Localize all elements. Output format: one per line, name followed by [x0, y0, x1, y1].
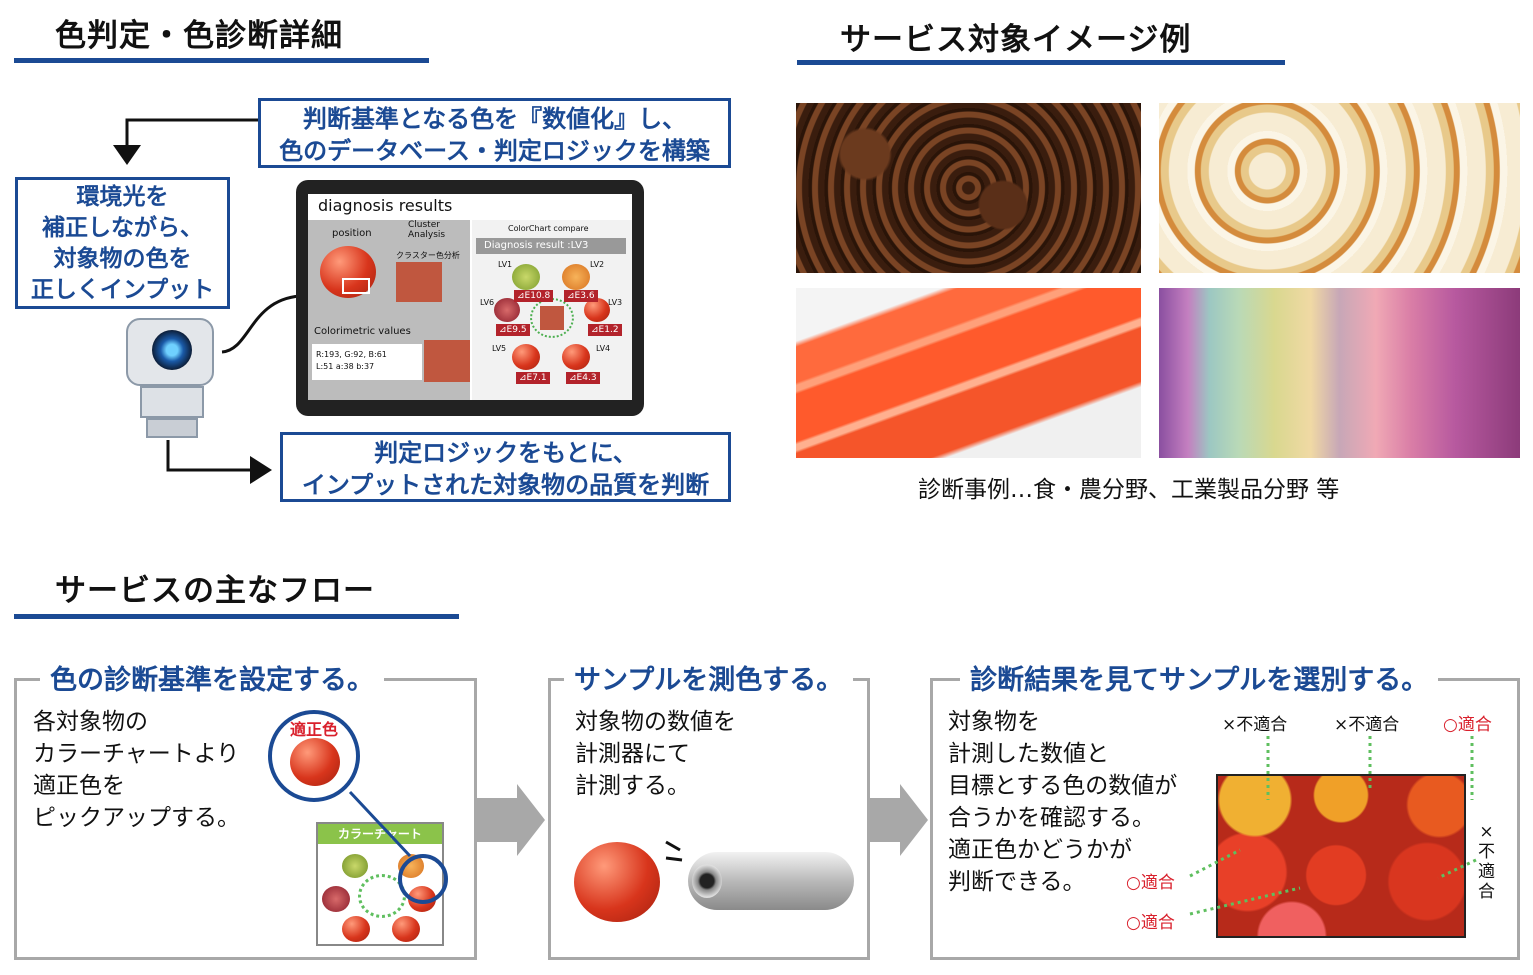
tomato-image — [320, 246, 376, 298]
flow-step-3-title: 診断結果を見てサンプルを選別する。 — [960, 658, 1439, 697]
flow-step-3-text: 対象物を 計測した数値と 目標とする色の数値が 合うかを確認する。 適正色かどう… — [948, 709, 1178, 895]
chart-tomato — [512, 264, 540, 290]
selection-ring — [398, 854, 448, 904]
delta-tag: ⊿E10.8 — [514, 290, 554, 302]
values-line2: L:51 a:38 b:37 — [316, 362, 375, 371]
delta-tag: ⊿E1.2 — [588, 324, 622, 336]
compare-label: ColorChart compare — [508, 224, 589, 233]
label-suitable: ○適合 — [1126, 913, 1175, 933]
cluster-swatch — [396, 262, 442, 302]
cluster-label: Cluster Analysis — [408, 220, 446, 240]
measured-swatch — [424, 340, 470, 382]
chart-tomato — [322, 886, 350, 912]
delta-tag: ⊿E7.1 — [516, 372, 550, 384]
label-not-suitable: ×不適合 — [1334, 715, 1400, 735]
flow-step-2-title: サンプルを測色する。 — [564, 658, 854, 697]
flow-step-1-text: 各対象物の カラーチャートより 適正色を ピックアップする。 — [33, 709, 240, 831]
delta-tag: ⊿E9.5 — [496, 324, 530, 336]
title-underline — [14, 58, 429, 63]
tomato-image — [574, 842, 660, 922]
webcam-base — [146, 418, 198, 438]
tablet-frame: diagnosis results position Cluster Analy… — [296, 180, 644, 416]
callout-numeric: 判断基準となる色を『数値化』し、 色のデータベース・判定ロジックを構築 — [258, 98, 731, 168]
chart-tomato — [562, 344, 590, 370]
colorimeter-device — [688, 852, 854, 910]
tomato-image — [290, 738, 340, 786]
level-label: LV5 — [492, 344, 507, 353]
salmon-photo — [796, 288, 1141, 458]
label-suitable: ○適合 — [1126, 873, 1175, 893]
sensor-icon — [692, 864, 722, 898]
camera-lens-icon — [152, 330, 192, 370]
level-label: LV4 — [596, 344, 611, 353]
screen-title: diagnosis results — [318, 196, 453, 215]
chart-tomato — [562, 264, 590, 290]
callout-judge: 判定ロジックをもとに、 インプットされた対象物の品質を判断 — [280, 432, 731, 502]
chart-tomato — [342, 916, 370, 942]
color-chart-label: カラーチャート — [318, 824, 442, 844]
colorimetric-label: Colorimetric values — [314, 326, 411, 337]
webcam-body — [126, 318, 214, 386]
result-banner: Diagnosis result :LV3 — [476, 238, 626, 254]
level-label: LV6 — [480, 298, 495, 307]
tomatoes-photo — [1216, 774, 1466, 938]
label-not-suitable: ×不適合 — [1222, 715, 1288, 735]
tablet-screen: diagnosis results position Cluster Analy… — [308, 194, 632, 400]
proper-color-badge: 適正色 — [290, 720, 339, 739]
chart-tomato — [512, 344, 540, 370]
section-title-examples: サービス対象イメージ例 — [840, 22, 1192, 58]
section-title-flow: サービスの主なフロー — [55, 573, 375, 609]
label-leader-lines — [1189, 736, 1477, 916]
title-underline — [797, 60, 1285, 65]
position-label: position — [332, 228, 372, 239]
chart-tomato — [342, 854, 368, 878]
level-label: LV3 — [608, 298, 623, 307]
delta-tag: ⊿E3.6 — [564, 290, 598, 302]
chart-tomato — [584, 298, 610, 322]
cluster-jp-label: クラスター色分析 — [396, 251, 460, 260]
chart-tomato — [392, 916, 420, 942]
chart-tomato — [494, 298, 520, 322]
delta-tag: ⊿E4.3 — [566, 372, 600, 384]
flow-step-1-title: 色の診断基準を設定する。 — [40, 658, 384, 697]
flow-step-2-text: 対象物の数値を 計測器にて 計測する。 — [575, 709, 736, 799]
section-title-detail: 色判定・色診断詳細 — [55, 18, 343, 54]
textile-rolls-photo — [1159, 288, 1520, 458]
examples-caption: 診断事例…食・農分野、工業製品分野 等 — [918, 477, 1340, 503]
zoom-circle: 適正色 — [268, 710, 360, 802]
rice-crackers-photo — [1159, 103, 1520, 273]
callout-ambient: 環境光を 補正しながら、 対象物の色を 正しくインプット — [15, 177, 230, 309]
webcam-stand — [140, 386, 204, 418]
label-not-suitable: × 不 適 合 — [1478, 822, 1495, 902]
values-line1: R:193, G:92, B:61 — [316, 350, 387, 359]
level-label: LV1 — [498, 260, 513, 269]
level-label: LV2 — [590, 260, 605, 269]
title-underline — [14, 614, 459, 619]
coffee-beans-photo — [796, 103, 1141, 273]
target-swatch — [540, 306, 564, 330]
label-suitable: ○適合 — [1443, 715, 1492, 735]
